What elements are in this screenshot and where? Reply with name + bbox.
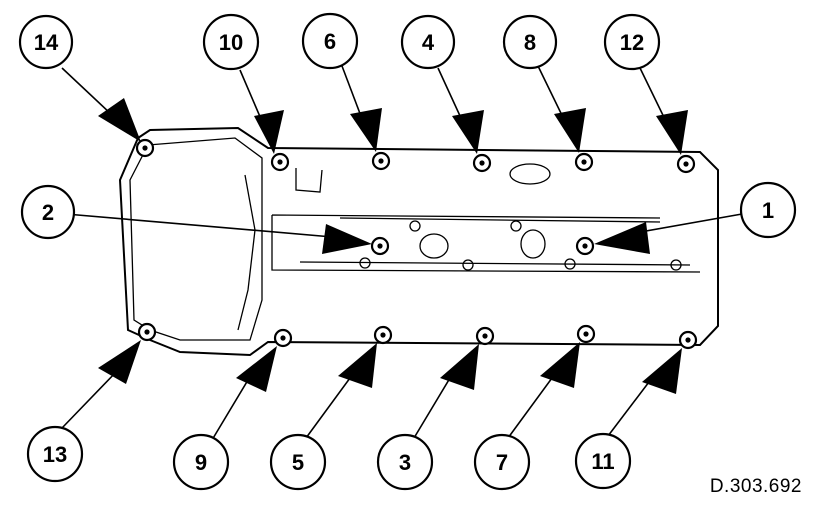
bolt-positions <box>135 138 698 350</box>
arrow-8 <box>554 108 586 153</box>
callout-11: 11 <box>574 432 632 490</box>
callout-label: 1 <box>762 198 774 223</box>
callout-9: 9 <box>172 433 230 491</box>
bolt-1 <box>575 236 595 256</box>
callouts: 14 10 6 4 8 12 2 1 <box>18 12 797 491</box>
arrow-13 <box>98 340 141 384</box>
bolt-13 <box>137 322 157 342</box>
callout-label: 11 <box>591 449 614 474</box>
callout-label: 14 <box>34 30 59 55</box>
callout-12: 12 <box>603 13 661 71</box>
arrow-11 <box>642 348 682 394</box>
callout-2: 2 <box>20 184 76 240</box>
bolt-12 <box>676 154 696 174</box>
callout-label: 7 <box>496 450 508 475</box>
bolt-10 <box>270 152 290 172</box>
bolt-6 <box>371 151 391 171</box>
callout-label: 8 <box>524 30 536 55</box>
callout-label: 6 <box>324 29 336 54</box>
figure-reference-code: D.303.692 <box>709 476 802 497</box>
callout-label: 5 <box>292 450 304 475</box>
arrow-3 <box>440 344 479 390</box>
callout-label: 4 <box>422 30 435 55</box>
arrow-6 <box>350 108 382 152</box>
arrow-7 <box>540 342 580 388</box>
callout-7: 7 <box>473 433 531 491</box>
arrow-12 <box>656 110 688 155</box>
callout-14: 14 <box>18 14 74 70</box>
arrow-9 <box>236 346 277 392</box>
callout-label: 13 <box>43 442 67 467</box>
bolt-5 <box>373 325 393 345</box>
callout-5: 5 <box>269 433 327 491</box>
valve-cover-outline <box>118 126 719 357</box>
bolt-9 <box>273 328 293 348</box>
callout-8: 8 <box>502 14 558 70</box>
bolt-14 <box>135 138 155 158</box>
bolt-11 <box>678 330 698 350</box>
callout-label: 10 <box>219 30 243 55</box>
arrowheads <box>98 98 688 394</box>
bolt-2 <box>370 236 390 256</box>
arrow-2 <box>322 224 372 254</box>
bolt-8 <box>574 152 594 172</box>
leader-lines <box>61 65 743 441</box>
arrow-4 <box>452 110 484 154</box>
arrow-5 <box>338 343 377 388</box>
callout-4: 4 <box>400 14 456 70</box>
callout-6: 6 <box>301 12 359 70</box>
bolt-3 <box>475 326 495 346</box>
bolt-4 <box>472 153 492 173</box>
callout-label: 9 <box>195 450 207 475</box>
callout-13: 13 <box>26 425 84 483</box>
bolt-7 <box>576 324 596 344</box>
callout-1: 1 <box>739 181 797 239</box>
callout-3: 3 <box>376 433 434 491</box>
callout-label: 2 <box>42 200 54 225</box>
arrow-14 <box>98 98 141 142</box>
callout-label: 3 <box>399 450 411 475</box>
arrow-10 <box>254 110 284 154</box>
callout-label: 12 <box>620 30 644 55</box>
arrow-1 <box>594 222 650 254</box>
callout-10: 10 <box>202 13 260 71</box>
